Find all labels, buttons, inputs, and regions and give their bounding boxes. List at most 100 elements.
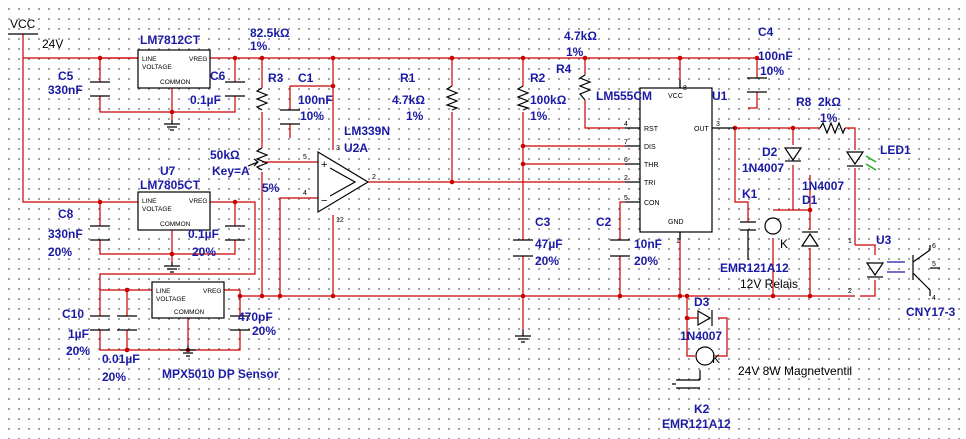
c11-tol: 20% — [252, 324, 276, 338]
reg-voltage-label: VOLTAGE — [142, 64, 172, 71]
capacitor-c11 — [230, 315, 250, 331]
r1-value: 4.7kΩ — [392, 93, 425, 107]
valve-desc: 24V 8W Magnetventil — [738, 364, 852, 378]
timer-u1: RST DIS THR TRI CON VCC OUT GND 4 7 6 2 … — [624, 80, 735, 245]
timer-pin-stubs — [625, 80, 735, 240]
junction-dot — [124, 347, 130, 353]
junction-dot — [807, 207, 813, 213]
c7-plates — [225, 225, 245, 241]
grounds — [164, 120, 531, 357]
junction-dot — [807, 293, 813, 299]
r4-tol: 1% — [566, 45, 584, 59]
wire-c8 — [99, 202, 236, 255]
resistor-r4 — [578, 74, 592, 101]
timer-body — [639, 87, 713, 233]
u1-name: LM555CM — [596, 89, 652, 103]
junction-dot — [232, 55, 238, 61]
pin-thr: THR — [644, 162, 658, 169]
junction-dot — [97, 55, 103, 61]
pin-dis: DIS — [644, 144, 656, 151]
pin-num-4: 4 — [624, 121, 628, 128]
k1-ref: K1 — [742, 187, 758, 201]
k1-coil — [764, 217, 782, 235]
ground-symbol — [164, 120, 180, 131]
c10-value: 1µF — [68, 327, 89, 341]
c7-tol: 20% — [192, 245, 216, 259]
k1-desc: 12V Relais — [740, 277, 798, 291]
c9-plates — [117, 315, 137, 331]
r4-ref: R4 — [556, 62, 572, 76]
diode-d3 — [697, 309, 713, 327]
mpx-body — [151, 281, 225, 319]
ground-symbol — [164, 262, 180, 273]
junction-dot — [684, 315, 690, 321]
led-emission-arrows — [865, 155, 877, 171]
c6-plates — [225, 81, 245, 97]
k1-coil-label: K — [780, 237, 788, 251]
capacitor-c3 — [513, 239, 533, 257]
vcc-symbol: VCC 24V — [8, 17, 63, 51]
u3-light-arrows — [887, 261, 905, 273]
d3-triangle — [697, 309, 712, 327]
junction-dot — [617, 293, 623, 299]
wire-c1 — [289, 85, 333, 138]
r3-pct: 5% — [262, 181, 280, 195]
relay-k1: K — [740, 217, 788, 260]
c4-ref: C4 — [758, 25, 774, 39]
diode-d2 — [783, 147, 803, 162]
capacitor-c1 — [280, 109, 300, 125]
c2-value: 10nF — [634, 237, 662, 251]
k2-ref: K2 — [694, 402, 710, 416]
pin-vcc: VCC — [668, 93, 683, 100]
junction-dot — [277, 293, 283, 299]
junction-dot — [330, 293, 336, 299]
lm7812-name: LM7812CT — [140, 33, 201, 47]
k2-coil-label: K — [712, 352, 720, 366]
c6-ref: C6 — [210, 69, 226, 83]
junctions — [97, 55, 813, 353]
r1-tol: 1% — [406, 109, 424, 123]
reg-common-label: COMMON — [160, 79, 191, 86]
c3-ref: C3 — [535, 215, 551, 229]
c1-value: 100nF — [298, 93, 333, 107]
junction-dot — [124, 287, 130, 293]
reg-line-label: LINE — [142, 198, 157, 205]
capacitors — [90, 77, 767, 331]
c6-value: 0.1µF — [190, 93, 221, 107]
c4-plates — [747, 77, 767, 93]
c10-plates — [90, 315, 110, 331]
pin-num-3: 3 — [716, 121, 720, 128]
pot-wiper-arrow — [247, 158, 259, 167]
r4-value: 4.7kΩ — [564, 29, 597, 43]
wire-u2-inv — [279, 197, 318, 296]
r8-value: 2kΩ — [818, 95, 841, 109]
diode-d1 — [800, 231, 820, 247]
relay-k2: K — [672, 346, 720, 389]
junction-dot — [677, 293, 683, 299]
wire-c2 — [619, 201, 625, 296]
resistor-r3-pot — [255, 147, 269, 171]
d2-name: 1N4007 — [742, 161, 784, 175]
c2-tol: 20% — [634, 254, 658, 268]
u3-led — [865, 262, 885, 277]
r3-key: Key=A — [212, 164, 250, 178]
k2-contact — [672, 370, 701, 389]
junction-dot — [677, 55, 683, 61]
c2-plates — [610, 239, 630, 257]
wire-left-rail — [22, 58, 138, 203]
junction-dot — [169, 109, 175, 115]
reg-voltage-label: VOLTAGE — [156, 296, 186, 303]
resistor-r1 — [445, 85, 459, 111]
d1-name: 1N4007 — [802, 179, 844, 193]
junction-dot — [330, 55, 336, 61]
d2-ref: D2 — [762, 145, 778, 159]
resistor-r8 — [819, 121, 846, 135]
r-top-tol: 1% — [250, 39, 268, 53]
u2-ref: U2A — [344, 141, 368, 155]
junction-dot — [582, 55, 588, 61]
comparator-triangle — [317, 150, 370, 214]
c3-tol: 20% — [535, 254, 559, 268]
vcc-voltage: 24V — [42, 37, 63, 51]
r-top-value: 82.5kΩ — [250, 26, 290, 40]
comparator-u2a: + − — [317, 150, 370, 214]
